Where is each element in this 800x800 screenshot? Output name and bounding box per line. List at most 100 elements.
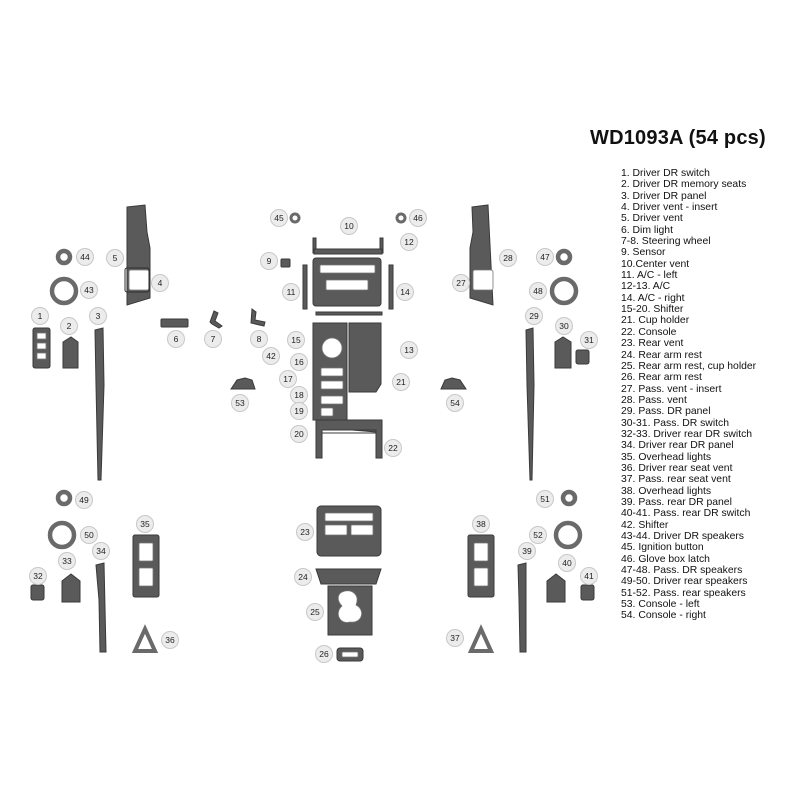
legend-item: 23. Rear vent: [621, 338, 684, 350]
callout-47: 47: [536, 248, 554, 266]
part-pass-rear-speaker-52: [553, 520, 583, 550]
callout-number: 10: [344, 221, 354, 231]
callout-4: 4: [151, 274, 169, 292]
legend-item: 9. Sensor: [621, 247, 666, 259]
legend-item: 6. Dim light: [621, 224, 673, 236]
diagram-title: WD1093A (54 pcs): [590, 127, 766, 149]
callout-number: 25: [310, 607, 320, 617]
callout-22: 22: [384, 439, 402, 457]
callout-3: 3: [89, 307, 107, 325]
callout-35: 35: [136, 515, 154, 533]
part-driver-speaker-43: [49, 276, 79, 306]
callout-12: 12: [400, 233, 418, 251]
callout-number: 14: [400, 287, 410, 297]
legend-item: 14. A/C - right: [621, 292, 685, 304]
callout-8: 8: [250, 330, 268, 348]
callout-46: 46: [409, 209, 427, 227]
callout-number: 26: [319, 649, 329, 659]
part-driver-dr-panel: [94, 327, 105, 481]
callout-52: 52: [529, 526, 547, 544]
callout-number: 51: [540, 494, 550, 504]
callout-14: 14: [396, 283, 414, 301]
callout-28: 28: [499, 249, 517, 267]
callout-number: 48: [533, 286, 543, 296]
callout-29: 29: [525, 307, 543, 325]
part-pass-rear-dr-switch-41: [580, 584, 595, 601]
part-driver-rear-seat-vent: [131, 624, 159, 653]
callout-number: 11: [287, 287, 296, 297]
driver-vent-assembly: [126, 204, 151, 306]
part-driver-rear-speaker-49: [55, 489, 73, 507]
legend-item: 2. Driver DR memory seats: [621, 179, 747, 191]
part-pass-dr-panel: [525, 327, 535, 481]
callout-51: 51: [536, 490, 554, 508]
callout-number: 9: [267, 256, 272, 266]
legend-item: 34. Driver rear DR panel: [621, 440, 734, 452]
callout-number: 3: [96, 311, 101, 321]
part-ac-left: [302, 264, 308, 310]
legend-item: 1. Driver DR switch: [621, 168, 710, 179]
callout-number: 23: [300, 527, 310, 537]
callout-19: 19: [290, 402, 308, 420]
callout-number: 38: [476, 519, 486, 529]
part-ignition-button: [289, 212, 301, 224]
callout-17: 17: [279, 370, 297, 388]
callout-number: 47: [540, 252, 550, 262]
callout-number: 4: [158, 278, 163, 288]
part-pass-rear-seat-vent: [467, 624, 495, 653]
callout-number: 31: [584, 335, 594, 345]
part-pass-rear-speaker-51: [560, 489, 578, 507]
callout-number: 28: [503, 253, 513, 263]
callout-number: 6: [174, 334, 179, 344]
part-pass-speaker-48: [549, 276, 579, 306]
callout-number: 42: [266, 351, 276, 361]
pass-vent-assembly: [469, 204, 494, 306]
part-dim-light: [160, 318, 189, 328]
legend-item: 26. Rear arm rest: [621, 372, 702, 384]
legend-item: 21. Cup holder: [621, 315, 690, 327]
legend-item: 15-20. Shifter: [621, 304, 684, 316]
callout-21: 21: [392, 373, 410, 391]
callout-2: 2: [60, 317, 78, 335]
legend-item: 10.Center vent: [621, 258, 690, 270]
callout-25: 25: [306, 603, 324, 621]
part-shifter-console: [312, 322, 348, 421]
callout-number: 35: [140, 519, 150, 529]
legend-item: 36. Driver rear seat vent: [621, 462, 733, 474]
callout-number: 21: [396, 377, 406, 387]
legend-item: 22. Console: [621, 326, 677, 338]
legend-item: 51-52. Pass. rear speakers: [621, 587, 746, 599]
callout-number: 17: [283, 374, 293, 384]
legend-item: 5. Driver vent: [621, 213, 683, 225]
callout-48: 48: [529, 282, 547, 300]
callout-number: 39: [522, 546, 532, 556]
legend-item: 47-48. Pass. DR speakers: [621, 565, 743, 577]
callout-number: 53: [235, 398, 245, 408]
part-glove-box-latch: [395, 212, 407, 224]
legend-item: 3. Driver DR panel: [621, 190, 707, 202]
callout-number: 43: [84, 285, 94, 295]
legend-item: 7-8. Steering wheel: [621, 236, 711, 248]
legend-item: 46. Glove box latch: [621, 553, 710, 565]
callout-37: 37: [446, 629, 464, 647]
callout-7: 7: [204, 330, 222, 348]
callout-54: 54: [446, 394, 464, 412]
part-ac-panel: [312, 257, 382, 307]
callout-34: 34: [92, 542, 110, 560]
legend-item: 29. Pass. DR panel: [621, 406, 711, 418]
callout-number: 41: [584, 571, 594, 581]
callout-number: 34: [96, 546, 106, 556]
callout-number: 54: [450, 398, 460, 408]
callout-45: 45: [270, 209, 288, 227]
part-pass-dr-switch-31: [575, 349, 590, 365]
callout-number: 13: [404, 345, 414, 355]
part-ac-strip: [315, 311, 383, 316]
callout-number: 16: [294, 357, 304, 367]
part-driver-vent-insert: [124, 267, 150, 293]
callout-number: 24: [298, 572, 308, 582]
part-console: [315, 419, 383, 459]
callout-number: 8: [257, 334, 262, 344]
part-driver-memory-seats: [62, 336, 79, 369]
legend-item: 49-50. Driver rear speakers: [621, 576, 748, 588]
